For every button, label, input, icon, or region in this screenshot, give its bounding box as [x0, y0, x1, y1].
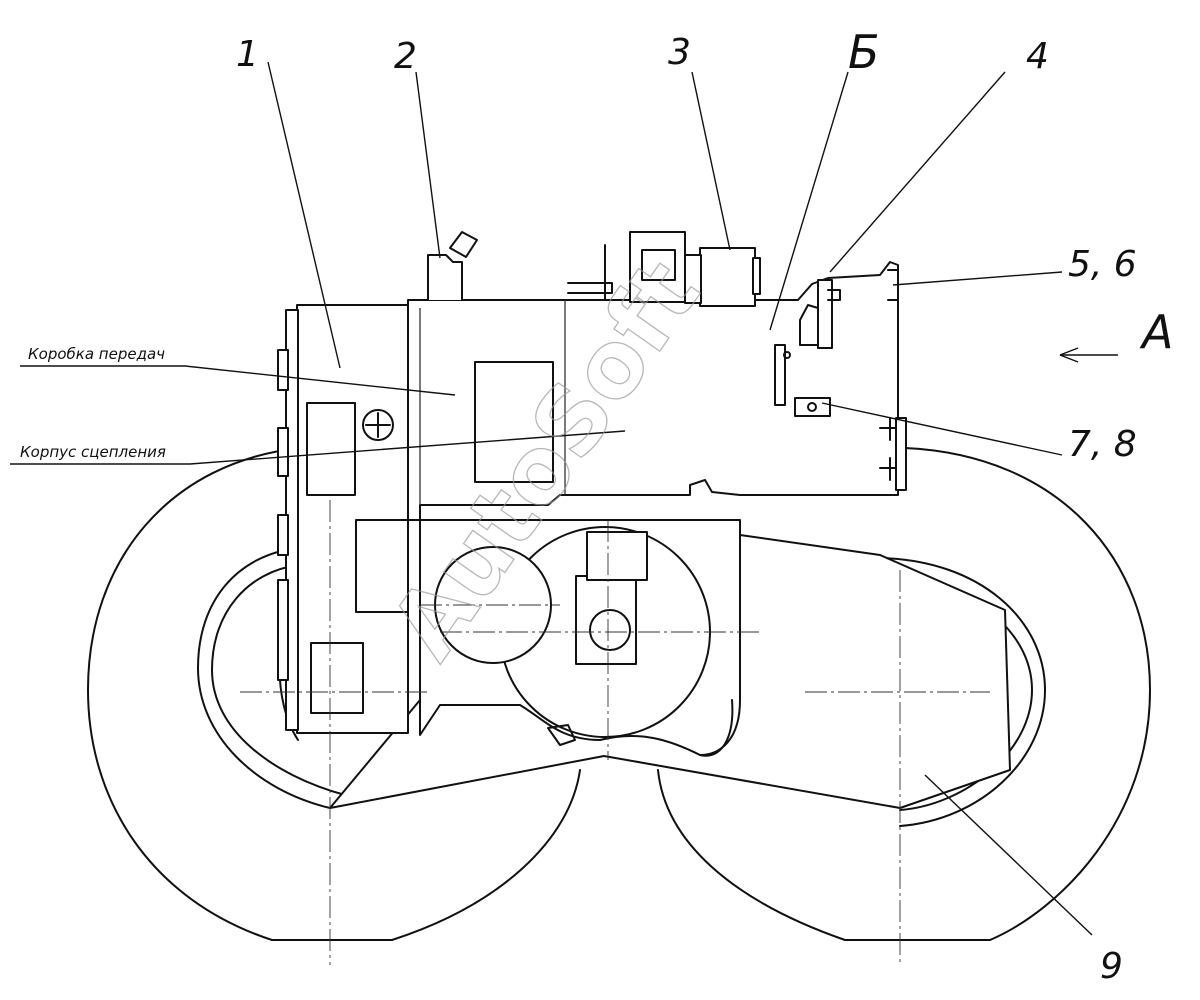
callout-3: 3	[668, 32, 691, 73]
callout-2: 2	[394, 36, 417, 77]
left-tire-bottom	[271, 769, 581, 941]
callout-1: 1	[236, 34, 259, 75]
left-rim-inner	[211, 564, 346, 796]
lever-mount	[827, 289, 841, 301]
clutch-flange-lug-3	[277, 514, 289, 556]
tires	[87, 447, 1151, 941]
right-rim-outer	[879, 557, 1046, 827]
leaders	[10, 61, 1093, 936]
pump-bracket	[567, 244, 613, 301]
leader-2	[415, 71, 441, 259]
clutch-screw-head	[362, 409, 394, 441]
pump-inner	[641, 249, 676, 281]
leader-9	[924, 774, 1093, 936]
clutch-screw-slot	[365, 412, 391, 438]
left-tire-outer	[87, 447, 301, 941]
leader-3	[691, 71, 731, 251]
leader-clutch	[10, 430, 626, 465]
final-drive	[329, 519, 1011, 809]
left-rim-outer	[197, 547, 331, 809]
note-clutch-housing: Корпус сцепления	[20, 443, 166, 461]
leader-7-8	[821, 402, 1063, 456]
rear-lug	[895, 417, 907, 491]
final-drive-bracket	[547, 724, 576, 746]
final-drive-block-top	[586, 531, 648, 581]
clutch-housing	[277, 304, 409, 734]
lever-bracket	[817, 279, 833, 349]
clutch-flange-lug-2	[277, 427, 289, 477]
callout-A: A	[1139, 305, 1173, 359]
clutch-flange-lug-4	[277, 579, 289, 681]
gearbox	[407, 231, 907, 521]
callout-B: Б	[848, 25, 880, 79]
valve-7-8	[774, 344, 786, 406]
leader-gearbox	[20, 365, 456, 396]
leader-B	[769, 71, 849, 331]
clutch-window-lower	[310, 642, 364, 714]
right-tire-outer	[904, 447, 1151, 941]
callout-5-6: 5, 6	[1068, 244, 1137, 285]
clutch-flange-lug-1	[277, 349, 289, 391]
valve-port	[807, 402, 817, 412]
leader-1	[267, 61, 341, 369]
callout-labels: 1 2 3 Б 4 5, 6 A 7, 8 9	[236, 25, 1173, 987]
arrow-left-icon	[1059, 347, 1118, 363]
valve-pin	[783, 351, 791, 359]
final-drive-side	[699, 534, 741, 756]
callout-4: 4	[1026, 36, 1049, 77]
motor-cap	[752, 257, 761, 295]
motor-coupling	[684, 254, 702, 304]
breather-boss	[427, 254, 463, 300]
callout-9: 9	[1100, 946, 1123, 987]
clutch-window-middle	[355, 519, 409, 613]
notes: Коробка передач Корпус сцепления	[20, 345, 166, 461]
final-drive-shaft	[589, 609, 631, 651]
valve-body	[794, 397, 831, 417]
gearbox-inspection-window	[474, 361, 554, 483]
note-gearbox: Коробка передач	[28, 345, 165, 363]
breather-cap	[449, 231, 478, 258]
clutch-window-upper	[306, 402, 356, 496]
leader-5-6	[892, 271, 1063, 286]
leader-4	[829, 71, 1006, 273]
callout-7-8: 7, 8	[1068, 424, 1137, 465]
axis-lines	[240, 500, 990, 965]
right-tire-bottom	[657, 769, 991, 941]
